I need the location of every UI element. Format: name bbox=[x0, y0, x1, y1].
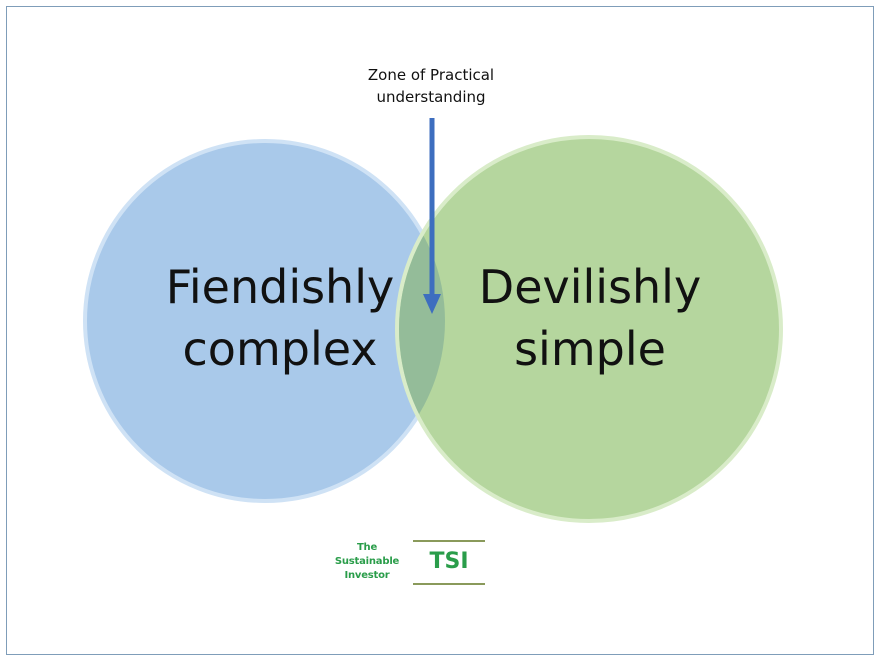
right-label-line-1: Devilishly bbox=[478, 260, 702, 314]
right-label-line-2: simple bbox=[514, 322, 666, 376]
logo-text-line-3: Investor bbox=[344, 570, 390, 581]
arrow-head bbox=[423, 294, 441, 314]
logo-mark: TSI bbox=[413, 540, 485, 585]
left-label-line-2: complex bbox=[182, 322, 378, 376]
logo-bottom-rule bbox=[413, 583, 485, 585]
logo-text: The Sustainable Investor bbox=[322, 541, 412, 583]
zone-label-line-1: Zone of Practical bbox=[367, 66, 495, 84]
zone-label: Zone of Practical understanding bbox=[331, 64, 531, 108]
logo-top-rule bbox=[413, 540, 485, 542]
logo-text-line-1: The bbox=[356, 542, 378, 553]
right-circle-label: Devilishly simple bbox=[460, 256, 720, 380]
logo-text-line-2: Sustainable bbox=[334, 556, 400, 567]
zone-label-line-2: understanding bbox=[376, 88, 486, 106]
left-label-line-1: Fiendishly bbox=[165, 260, 395, 314]
left-circle-label: Fiendishly complex bbox=[150, 256, 410, 380]
logo-abbreviation: TSI bbox=[429, 549, 469, 574]
right-circle bbox=[395, 135, 783, 523]
